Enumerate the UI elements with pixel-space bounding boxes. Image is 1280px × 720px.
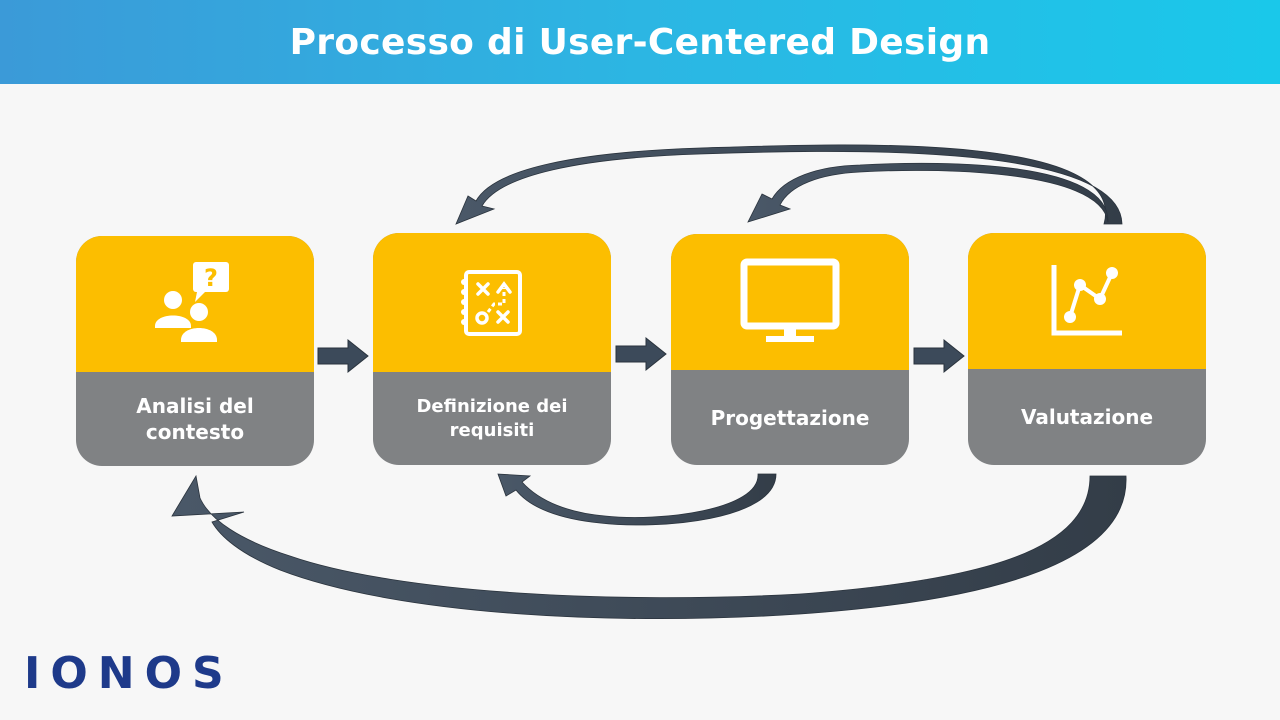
step-label: Definizione dei requisiti xyxy=(416,396,568,441)
people-question-icon: ? xyxy=(155,262,229,342)
arc-eval-to-requirements xyxy=(455,144,1123,225)
arrow-step1-to-step2 xyxy=(317,338,369,374)
step-card-icon-area xyxy=(671,234,909,370)
step-card-icon-area xyxy=(373,233,611,372)
step-label: Progettazione xyxy=(710,405,870,430)
line-chart-icon xyxy=(1051,265,1122,336)
step-card-label-area: Analisi del contesto xyxy=(76,372,314,466)
step-label: Valutazione xyxy=(1020,405,1154,429)
step-card-label-area: Definizione dei requisiti xyxy=(373,372,611,465)
header-banner: Processo di User-Centered Design xyxy=(0,0,1280,84)
step-card-evaluation: Valutazione xyxy=(968,233,1206,465)
step-card-context-analysis: ? Analisi del contesto xyxy=(76,236,314,466)
arc-design-to-requirements xyxy=(497,473,777,526)
step-card-requirements: Definizione dei requisiti xyxy=(373,233,611,465)
arc-eval-to-design xyxy=(747,162,1109,223)
arrow-step2-to-step3 xyxy=(615,336,667,372)
brand-logo: IONOS xyxy=(24,648,234,699)
arc-eval-to-context xyxy=(171,474,1127,620)
step-label: Analisi del contesto xyxy=(136,394,254,444)
step-card-icon-area xyxy=(968,233,1206,369)
monitor-icon xyxy=(740,258,840,342)
step-card-label-area: Valutazione xyxy=(968,369,1206,465)
step-card-label-area: Progettazione xyxy=(671,370,909,465)
step-card-design: Progettazione xyxy=(671,234,909,465)
svg-text:?: ? xyxy=(204,264,218,292)
step-card-icon-area: ? xyxy=(76,236,314,372)
arrow-step3-to-step4 xyxy=(913,338,965,374)
strategy-board-icon xyxy=(461,269,522,336)
page-title: Processo di User-Centered Design xyxy=(289,21,991,63)
